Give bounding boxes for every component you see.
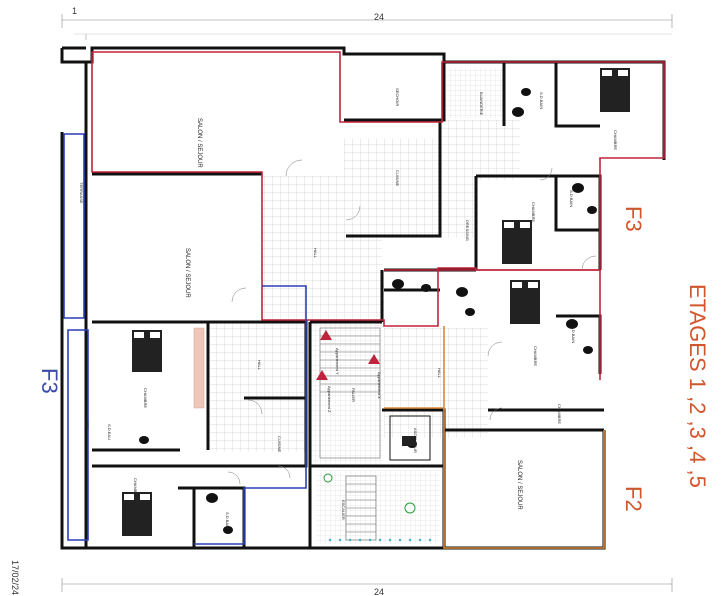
- room-sdeau: S.D.EAU: [107, 424, 112, 440]
- room-hall-top: HALL: [313, 248, 318, 259]
- room-salon-sejour-mid: SALON / SEJOUR: [184, 248, 190, 298]
- room-hall-left: HALL: [257, 360, 262, 371]
- elevator: [389, 415, 431, 461]
- tiled-floors: [210, 68, 520, 544]
- room-chambre-3: CHAMBRE: [613, 130, 618, 150]
- plan-date: 17/02/24: [10, 560, 20, 595]
- wardrobe-strip: [193, 327, 205, 409]
- room-sechoir: SECHOIR: [395, 88, 400, 106]
- appt-x-label: Appartement X: [377, 372, 382, 399]
- room-escalier: ESCALIER: [341, 500, 346, 520]
- bed-pillows: [124, 70, 628, 500]
- room-buanderie: BUANDERIE: [479, 92, 484, 116]
- room-cuisine-left: CUISINE: [277, 436, 282, 453]
- room-vide: VIDE: [85, 420, 90, 430]
- floors-label: ETAGES 1 ,2 ,3 ,4 ,5: [685, 284, 710, 488]
- room-sdb-2: S.D.BAIN: [569, 190, 574, 207]
- room-cuisine-top: CUISINE: [395, 170, 400, 187]
- appt-y-label: Appartement Y: [335, 348, 340, 375]
- dim-bottom-width: 24: [374, 587, 384, 596]
- room-chambre-1: CHAMBRE: [143, 388, 148, 408]
- room-ascenseur: ASCENSEUR: [413, 428, 418, 453]
- apartment-f2-bottom-right: F2: [621, 486, 646, 512]
- room-dressing: DRESSING: [465, 220, 470, 241]
- room-chambre-6: CHAMBRE: [557, 404, 562, 424]
- dim-top-left: 1: [72, 6, 77, 16]
- staircase: [319, 327, 381, 541]
- room-sdb-3: S.D.BAIN: [571, 326, 576, 343]
- room-chambre-4: CHAMBRE: [531, 202, 536, 222]
- dimension-lines: [61, 14, 673, 592]
- apartment-f3-left: F3: [37, 368, 62, 394]
- room-chambre-2: CHAMBRE: [133, 478, 138, 498]
- appt-z-label: Appartement Z: [327, 386, 332, 413]
- stair-dots: [328, 538, 432, 542]
- room-labels: SALON / SEJOUR SALON / SEJOUR SALON / SE…: [79, 88, 618, 529]
- exit-markers: [323, 473, 416, 514]
- apartment-f3-top-right: F3: [621, 206, 646, 232]
- room-salon-sejour-top: SALON / SEJOUR: [196, 118, 202, 168]
- apartment-outline-orange: [384, 326, 605, 549]
- room-salon-sejour-bottom-right: SALON / SEJOUR: [516, 460, 522, 510]
- apartment-outline-red: [91, 51, 665, 380]
- room-sdb-1: S.D.BAIN: [539, 92, 544, 109]
- room-sdb-4: S.D.BAIN: [225, 512, 230, 529]
- room-terrasse: TERRASSE: [79, 182, 84, 204]
- room-chambre-5: CHAMBRE: [533, 346, 538, 366]
- dim-top-width: 24: [374, 12, 384, 22]
- room-palier: PALIER: [351, 388, 356, 402]
- apartment-outline-blue: [63, 133, 307, 545]
- sanitary-fixtures: [139, 88, 597, 534]
- door-swings: [227, 159, 597, 485]
- room-hall-right: HALL: [437, 368, 442, 379]
- apartment-markers: [316, 330, 380, 380]
